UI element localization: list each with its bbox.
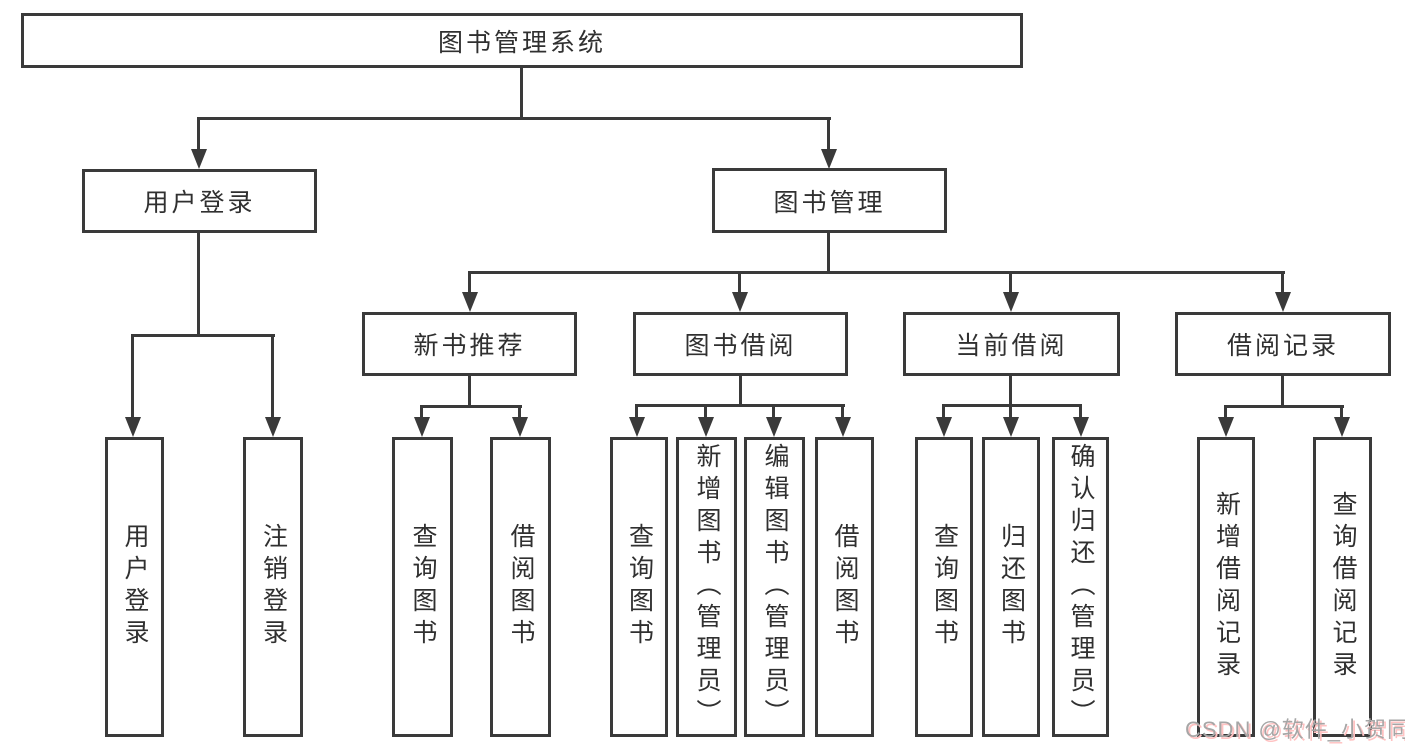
arrowhead-icon xyxy=(191,149,207,169)
connector-drop xyxy=(942,404,945,418)
leaf-return-books: 归还图书 xyxy=(982,437,1040,737)
arrowhead-icon xyxy=(732,292,748,312)
node-book-management: 图书管理 xyxy=(712,168,947,233)
connector-drop xyxy=(704,404,707,418)
connector-root-branch xyxy=(197,117,831,120)
connector-book-borrow-stem xyxy=(739,376,742,406)
node-current-borrow: 当前借阅 xyxy=(903,312,1120,376)
arrowhead-icon xyxy=(766,417,782,437)
leaf-query-books: 查询图书 xyxy=(610,437,668,737)
leaf-user-login: 用户登录 xyxy=(105,437,164,737)
arrowhead-icon xyxy=(414,417,430,437)
leaf-label: 借阅图书 xyxy=(831,523,859,651)
leaf-label: 查询图书 xyxy=(930,523,959,651)
leaf-add-borrow-record: 新增借阅记录 xyxy=(1197,437,1255,737)
connector-drop-current-borrow xyxy=(1009,271,1012,294)
connector-drop xyxy=(1079,404,1082,418)
leaf-confirm-return-admin: 确认归还（管理员） xyxy=(1052,437,1109,737)
connector-book-management-branch xyxy=(468,271,1285,274)
connector-user-login-branch xyxy=(131,334,275,337)
connector-drop-user-login xyxy=(197,117,200,150)
node-book-management-label: 图书管理 xyxy=(773,188,886,217)
arrowhead-icon xyxy=(629,417,645,437)
connector-drop xyxy=(420,405,423,418)
connector-book-borrow-branch xyxy=(635,404,845,407)
node-borrow-records: 借阅记录 xyxy=(1175,312,1391,376)
connector-drop xyxy=(1224,405,1227,418)
leaf-borrow-books: 借阅图书 xyxy=(490,437,551,737)
connector-drop-borrow-records xyxy=(1281,271,1284,294)
node-book-borrow: 图书借阅 xyxy=(633,312,848,376)
connector-new-book-branch xyxy=(420,405,522,408)
node-label: 新书推荐 xyxy=(413,332,526,360)
leaf-add-book-admin: 新增图书（管理员） xyxy=(676,437,737,737)
leaf-label: 编辑图书（管理员） xyxy=(761,443,789,731)
arrowhead-icon xyxy=(1275,292,1291,312)
connector-drop xyxy=(1340,405,1343,418)
arrowhead-icon xyxy=(462,292,478,312)
arrowhead-icon xyxy=(1073,417,1089,437)
connector-borrow-records-stem xyxy=(1281,376,1284,407)
leaf-label: 确认归还（管理员） xyxy=(1067,443,1095,731)
arrowhead-icon xyxy=(1218,417,1234,437)
connector-drop xyxy=(1009,404,1012,418)
arrowhead-icon xyxy=(821,149,837,169)
node-label: 当前借阅 xyxy=(955,332,1068,360)
node-label: 借阅记录 xyxy=(1226,332,1339,360)
connector-drop-book-borrow xyxy=(738,271,741,294)
node-root: 图书管理系统 xyxy=(21,13,1023,68)
arrowhead-icon xyxy=(265,417,281,437)
node-new-book-recommend: 新书推荐 xyxy=(362,312,577,376)
arrowhead-icon xyxy=(835,417,851,437)
connector-drop-new-book xyxy=(468,271,471,294)
leaf-query-books: 查询图书 xyxy=(392,437,453,737)
leaf-label: 新增借阅记录 xyxy=(1212,491,1241,683)
leaf-label: 查询借阅记录 xyxy=(1329,491,1357,683)
leaf-label: 注销登录 xyxy=(259,523,288,651)
connector-book-management-stem xyxy=(827,233,830,274)
connector-drop xyxy=(518,405,521,418)
arrowhead-icon xyxy=(936,417,952,437)
arrowhead-icon xyxy=(512,417,528,437)
connector-drop xyxy=(841,404,844,418)
connector-drop-book-management xyxy=(827,117,830,150)
leaf-label: 查询图书 xyxy=(409,523,437,651)
arrowhead-icon xyxy=(698,417,714,437)
connector-drop-login xyxy=(131,334,134,417)
connector-drop xyxy=(772,404,775,418)
leaf-label: 归还图书 xyxy=(997,523,1026,651)
leaf-edit-book-admin: 编辑图书（管理员） xyxy=(744,437,805,737)
connector-borrow-records-branch xyxy=(1224,405,1344,408)
leaf-logout: 注销登录 xyxy=(243,437,303,737)
connector-new-book-stem xyxy=(468,376,471,407)
connector-current-borrow-branch xyxy=(942,404,1082,407)
arrowhead-icon xyxy=(1003,292,1019,312)
arrowhead-icon xyxy=(1334,417,1350,437)
connector-root-stem xyxy=(520,68,523,120)
node-root-label: 图书管理系统 xyxy=(437,28,606,57)
connector-current-borrow-stem xyxy=(1009,376,1012,406)
leaf-label: 新增图书（管理员） xyxy=(693,443,721,731)
watermark: CSDN @软件_小贺同学 xyxy=(1185,717,1405,742)
arrowhead-icon xyxy=(125,417,141,437)
connector-drop xyxy=(635,404,638,418)
connector-user-login-stem xyxy=(197,233,200,336)
leaf-query-borrow-record: 查询借阅记录 xyxy=(1313,437,1372,737)
arrowhead-icon xyxy=(1003,417,1019,437)
leaf-borrow-books: 借阅图书 xyxy=(815,437,874,737)
node-user-login-label: 用户登录 xyxy=(143,189,256,217)
leaf-label: 查询图书 xyxy=(625,523,654,651)
node-label: 图书借阅 xyxy=(684,332,797,360)
leaf-query-books: 查询图书 xyxy=(915,437,973,737)
connector-drop-logout xyxy=(271,334,274,417)
node-user-login: 用户登录 xyxy=(82,169,317,233)
leaf-label: 用户登录 xyxy=(121,523,149,651)
leaf-label: 借阅图书 xyxy=(507,523,535,651)
